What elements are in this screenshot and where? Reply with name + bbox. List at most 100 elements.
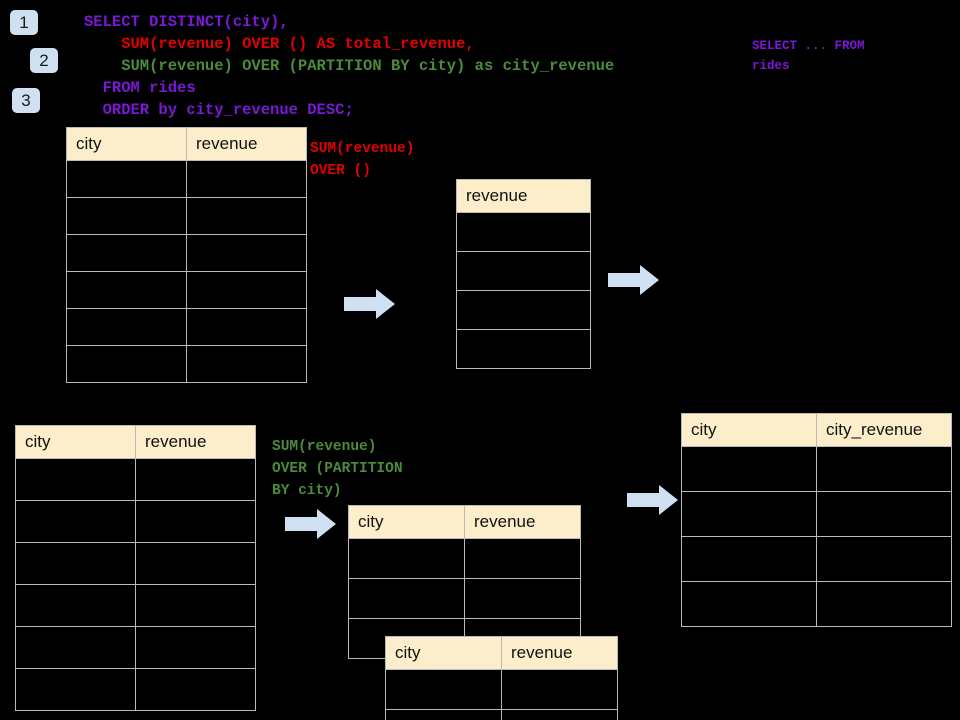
cell-revenue bbox=[186, 160, 307, 198]
table-body bbox=[15, 458, 256, 711]
rides-source-table-top: city revenue bbox=[66, 127, 307, 383]
cell-revenue bbox=[456, 329, 591, 369]
column-header-revenue: revenue bbox=[135, 425, 256, 459]
cell-city bbox=[15, 542, 136, 585]
table-row bbox=[15, 626, 256, 669]
cell-city bbox=[15, 458, 136, 501]
table-body bbox=[385, 669, 618, 720]
table-row bbox=[681, 446, 952, 492]
column-header-city: city bbox=[66, 127, 187, 161]
cell-revenue bbox=[135, 626, 256, 669]
sql-line-select-distinct: SELECT DISTINCT(city), bbox=[84, 13, 289, 31]
table-row bbox=[456, 251, 591, 291]
table-row bbox=[15, 542, 256, 585]
cell-city bbox=[348, 578, 465, 619]
cell-revenue bbox=[464, 538, 581, 579]
column-header-city: city bbox=[385, 636, 502, 670]
table-row bbox=[66, 345, 307, 383]
cell-city-revenue bbox=[816, 446, 952, 492]
cell-city bbox=[66, 160, 187, 198]
table-header-row: city revenue bbox=[385, 636, 618, 670]
sql-line-sum-over-empty: SUM(revenue) OVER () AS total_revenue, bbox=[84, 35, 475, 53]
column-header-city: city bbox=[15, 425, 136, 459]
sql-line-sum-over-partition: SUM(revenue) OVER (PARTITION BY city) as… bbox=[84, 57, 615, 75]
side-note-select-from: SELECT ... FROM bbox=[752, 39, 865, 53]
table-header-row: city revenue bbox=[15, 425, 256, 459]
city-revenue-result-table: city city_revenue bbox=[681, 413, 952, 627]
cell-city bbox=[681, 446, 817, 492]
sql-line-from-rides: FROM rides bbox=[84, 79, 196, 97]
arrow-rides-to-total-revenue bbox=[344, 289, 395, 319]
cell-city bbox=[385, 709, 502, 720]
column-header-revenue: revenue bbox=[501, 636, 618, 670]
table-row bbox=[385, 709, 618, 720]
table-row bbox=[66, 271, 307, 309]
cell-revenue bbox=[456, 212, 591, 252]
table-row bbox=[66, 234, 307, 272]
column-header-revenue: revenue bbox=[464, 505, 581, 539]
column-header-city: city bbox=[681, 413, 817, 447]
table-header-row: city revenue bbox=[348, 505, 581, 539]
cell-city bbox=[15, 668, 136, 711]
cell-revenue bbox=[135, 458, 256, 501]
table-body bbox=[66, 160, 307, 383]
arrow-rides-to-partition bbox=[285, 509, 336, 539]
cell-revenue bbox=[186, 197, 307, 235]
column-header-revenue: revenue bbox=[186, 127, 307, 161]
table-row bbox=[66, 160, 307, 198]
cell-city-revenue bbox=[816, 491, 952, 537]
cell-city bbox=[348, 538, 465, 579]
table-row bbox=[15, 500, 256, 543]
cell-revenue bbox=[135, 500, 256, 543]
annotation-over-partition: SUM(revenue) OVER (PARTITION BY city) bbox=[272, 439, 403, 499]
table-row bbox=[348, 538, 581, 579]
cell-city bbox=[15, 500, 136, 543]
table-row bbox=[348, 578, 581, 619]
step-badge-1[interactable]: 1 bbox=[10, 10, 38, 35]
arrow-total-revenue-to-result bbox=[608, 265, 659, 295]
cell-city-revenue bbox=[816, 536, 952, 582]
table-header-row: city revenue bbox=[66, 127, 307, 161]
table-row bbox=[66, 308, 307, 346]
table-header-row: city city_revenue bbox=[681, 413, 952, 447]
table-row bbox=[456, 290, 591, 330]
table-row bbox=[681, 581, 952, 627]
table-row bbox=[456, 212, 591, 252]
cell-city bbox=[681, 491, 817, 537]
cell-city bbox=[15, 584, 136, 627]
cell-city bbox=[15, 626, 136, 669]
arrow-partition-to-result bbox=[627, 485, 678, 515]
cell-revenue bbox=[186, 271, 307, 309]
table-row bbox=[15, 584, 256, 627]
table-body bbox=[681, 446, 952, 627]
cell-city bbox=[66, 197, 187, 235]
cell-city bbox=[66, 234, 187, 272]
table-row bbox=[681, 536, 952, 582]
cell-city bbox=[66, 345, 187, 383]
cell-city bbox=[681, 536, 817, 582]
cell-revenue bbox=[186, 234, 307, 272]
cell-city bbox=[66, 271, 187, 309]
annotation-over-empty: SUM(revenue) OVER () bbox=[310, 141, 415, 179]
cell-city-revenue bbox=[816, 581, 952, 627]
cell-city bbox=[681, 581, 817, 627]
step-badge-2[interactable]: 2 bbox=[30, 48, 58, 73]
partition-group-table-front: city revenue bbox=[385, 636, 618, 720]
cell-city bbox=[66, 308, 187, 346]
cell-revenue bbox=[456, 290, 591, 330]
rides-source-table-bottom: city revenue bbox=[15, 425, 256, 711]
table-row bbox=[385, 669, 618, 710]
cell-revenue bbox=[135, 542, 256, 585]
column-header-revenue: revenue bbox=[456, 179, 591, 213]
sql-line-order-by: ORDER by city_revenue DESC; bbox=[84, 101, 354, 119]
cell-revenue bbox=[135, 584, 256, 627]
cell-revenue bbox=[456, 251, 591, 291]
table-row bbox=[15, 668, 256, 711]
step-badge-3[interactable]: 3 bbox=[12, 88, 40, 113]
cell-revenue bbox=[135, 668, 256, 711]
table-body bbox=[456, 212, 591, 369]
cell-revenue bbox=[464, 578, 581, 619]
cell-revenue bbox=[501, 669, 618, 710]
table-header-row: revenue bbox=[456, 179, 591, 213]
